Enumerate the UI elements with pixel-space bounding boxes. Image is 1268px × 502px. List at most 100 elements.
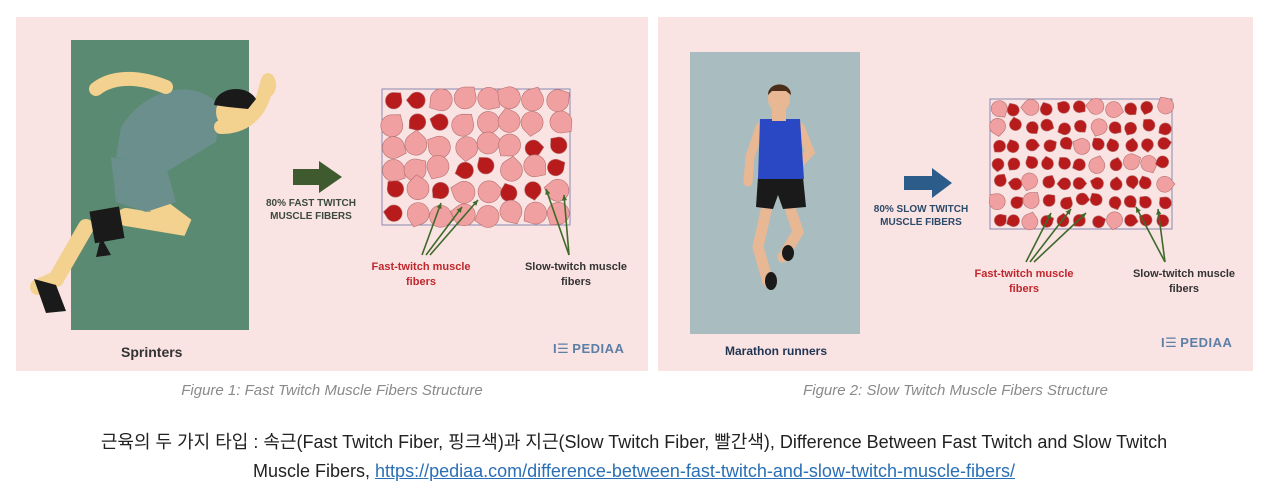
slow-label-line1: Slow-twitch muscle [524,261,628,273]
fast-fiber [498,133,521,157]
pediaa-logo: I☰PEDIAA [553,341,624,357]
fast-fiber [543,179,570,202]
muscle-fiber-box [380,86,573,256]
slow-fiber [1007,157,1021,171]
slow-fiber [1072,158,1086,171]
slow-fiber [1043,139,1057,153]
fast-fiber [453,86,477,110]
fast-label-line2: fibers [1009,283,1039,295]
slow-fiber [500,182,518,202]
slow-fiber [1072,177,1088,190]
figure-2-panel: Marathon runners 80% SLOW TWITCH MUSCLE … [658,17,1253,371]
fast-label-line1: Fast-twitch muscle [371,261,471,273]
slow-fiber [1141,138,1154,153]
fast-fiber [474,205,500,228]
slow-fiber [1058,157,1071,170]
fast-twitch-label: Fast-twitch muscle fibers [361,260,481,290]
subject-label: Sprinters [121,344,183,360]
slow-label-line2: fibers [561,276,591,288]
slow-fiber [1124,121,1137,136]
slow-fiber [993,139,1006,153]
fast-fiber [497,107,521,133]
figure-1-panel: Sprinters 80% FAST TWITCH MUSCLE FIBERS … [16,17,648,371]
fast-fiber [404,129,428,156]
slow-fiber [1057,101,1071,114]
slow-fiber [1157,137,1172,150]
slow-fiber [1092,137,1105,151]
source-link[interactable]: https://pediaa.com/difference-between-fa… [375,461,1015,481]
muscle-fiber-box [988,96,1176,263]
slow-fiber [550,136,568,154]
slow-fiber [383,204,403,222]
slow-fiber [994,173,1007,187]
slow-fiber [1124,102,1137,116]
fast-fiber [1106,211,1123,231]
figure-1-caption: Figure 1: Fast Twitch Muscle Fibers Stru… [181,382,483,399]
fast-fiber [1090,118,1108,137]
fast-fiber [1123,153,1141,171]
slow-twitch-label: Slow-twitch muscle fibers [1124,267,1244,297]
fast-fiber [499,199,523,225]
slow-fiber [1042,174,1056,189]
fast-label-line1: Fast-twitch muscle [974,268,1074,280]
runner-illustration [743,84,816,290]
fast-fiber [429,205,455,228]
slow-fiber [454,161,474,179]
arrow-label: 80% FAST TWITCH MUSCLE FIBERS [261,197,361,223]
slow-fiber [1042,194,1056,207]
fast-fiber [406,174,430,200]
fast-fiber [1088,155,1106,174]
slow-fiber [1010,196,1024,209]
slow-fiber [991,158,1005,173]
slow-fiber [429,113,449,131]
slow-fiber [1025,155,1039,169]
slow-fiber [408,113,427,131]
fast-fiber [990,100,1008,118]
fast-fiber [549,110,573,134]
slow-fiber [386,180,404,198]
fast-fiber [1140,155,1158,174]
fast-fiber [1085,98,1105,115]
fast-fiber [1022,192,1040,209]
figure-2-caption: Figure 2: Slow Twitch Muscle Fibers Stru… [803,382,1108,399]
fast-fiber [477,87,501,110]
fast-fiber [403,158,427,182]
slow-fiber [1007,177,1023,191]
fast-fiber [427,135,451,159]
slow-fiber [1060,196,1073,210]
slow-fiber [1108,121,1122,134]
slow-twitch-label: Slow-twitch muscle fibers [516,260,636,290]
fast-fiber [429,88,453,112]
fast-fiber [455,136,478,163]
fast-fiber [380,114,404,138]
slow-fiber [1040,118,1055,132]
fast-fiber [451,113,474,137]
fast-fiber [546,89,570,112]
fast-fiber [476,131,503,155]
slow-fiber [1140,101,1154,115]
fast-fiber [520,111,544,137]
arrow-label-line2: MUSCLE FIBERS [270,211,352,222]
slow-fiber [1074,119,1087,133]
fast-fiber [477,180,504,204]
fast-fiber [500,155,523,182]
slow-fiber [1139,195,1152,209]
fast-fiber [426,155,450,180]
pediaa-logo-icon: I☰ [1161,335,1178,350]
slow-fiber [524,181,542,201]
fast-fiber [1105,101,1124,118]
fast-fiber [1021,211,1039,231]
slow-fiber [1155,155,1169,169]
fast-fiber [1156,175,1176,193]
arrow-label-line2: MUSCLE FIBERS [880,217,962,228]
slow-fiber [432,182,450,200]
slow-fiber [1123,195,1137,208]
slow-fiber [1156,214,1170,227]
pediaa-logo: I☰PEDIAA [1161,335,1232,351]
footnote: 근육의 두 가지 타입 : 속근(Fast Twitch Fiber, 핑크색)… [0,428,1268,486]
slow-fiber [1139,213,1153,227]
fast-fiber [1157,96,1174,115]
slow-fiber [1006,139,1020,153]
fast-twitch-label: Fast-twitch muscle fibers [964,267,1084,297]
slow-fiber [1089,177,1104,190]
